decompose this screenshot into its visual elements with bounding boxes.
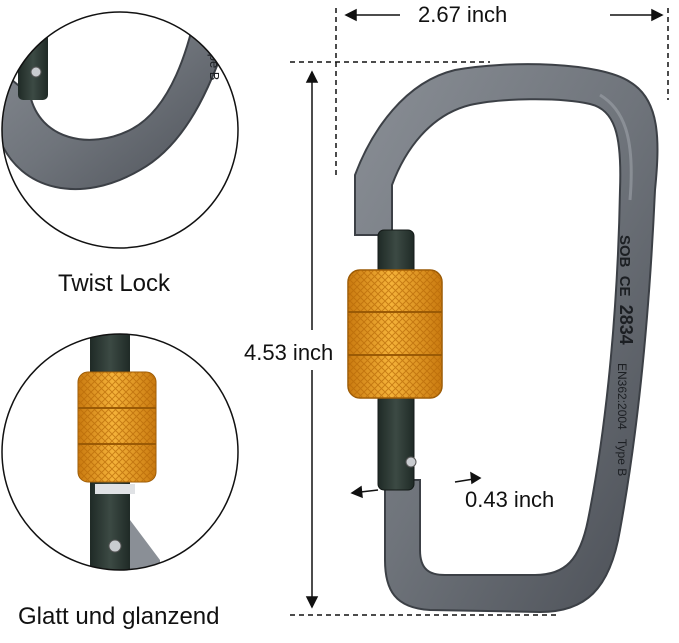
twist-lock-label: Twist Lock: [58, 270, 171, 297]
sleeve-detail: [1, 333, 239, 571]
detail-frame-top: [1, 11, 239, 249]
gate-pin: [405, 456, 417, 468]
main-carabiner: SOB CE 2834 EN362:2004 Type B: [347, 63, 659, 614]
svg-text:EN362:2004 Type B: EN362:2004 Type B: [615, 363, 629, 476]
engraving-number: 2834: [616, 305, 636, 345]
dimension-guides: [290, 8, 669, 616]
twist-lock-detail: Type B: [1, 11, 239, 249]
engraving-standard: EN362:2004: [615, 363, 629, 430]
engraving-brand: SOB: [616, 235, 633, 268]
engraving-ce: CE: [616, 276, 633, 297]
gate-opening-label: 0.43 inch: [465, 487, 555, 512]
smooth-finish-label: Glatt und glanzend: [18, 603, 220, 630]
carabiner-body: [354, 63, 659, 614]
height-dimension-label: 4.53 inch: [244, 340, 334, 365]
svg-text:SOB CE 283: SOB CE 2834: [616, 235, 636, 345]
detail-frame-bottom: [1, 333, 239, 571]
width-dimension-label: 2.67 inch: [418, 2, 508, 27]
engraving-type: Type B: [615, 439, 629, 476]
engraving: SOB CE 2834 EN362:2004 Type B: [615, 235, 636, 476]
